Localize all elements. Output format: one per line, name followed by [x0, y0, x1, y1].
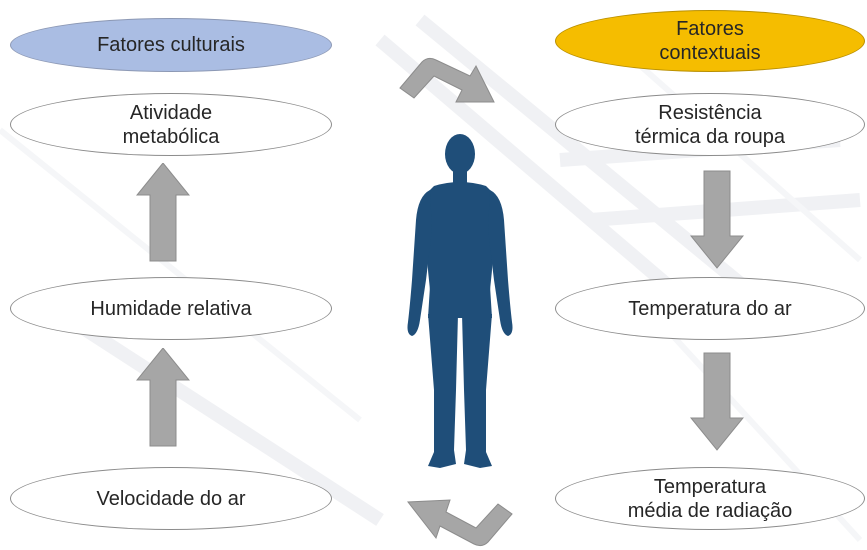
- clothing-thermal-resistance-node: Resistência térmica da roupa: [555, 93, 865, 156]
- metabolic-activity-node: Atividade metabólica: [10, 93, 332, 156]
- curved-arrow-right-icon: [399, 57, 495, 103]
- contextual-factors-header: Fatores contextuais: [555, 10, 865, 72]
- down-arrow-icon: [690, 352, 744, 451]
- human-silhouette-icon: [407, 134, 513, 468]
- air-velocity-node: Velocidade do ar: [10, 467, 332, 530]
- up-arrow-icon: [136, 348, 190, 447]
- down-arrow-icon: [690, 170, 744, 269]
- relative-humidity-node: Humidade relativa: [10, 277, 332, 340]
- cultural-factors-header: Fatores culturais: [10, 18, 332, 72]
- curved-arrow-left-icon: [407, 499, 513, 547]
- mean-radiant-temperature-node: Temperatura média de radiação: [555, 467, 865, 530]
- up-arrow-icon: [136, 163, 190, 262]
- air-temperature-node: Temperatura do ar: [555, 277, 865, 340]
